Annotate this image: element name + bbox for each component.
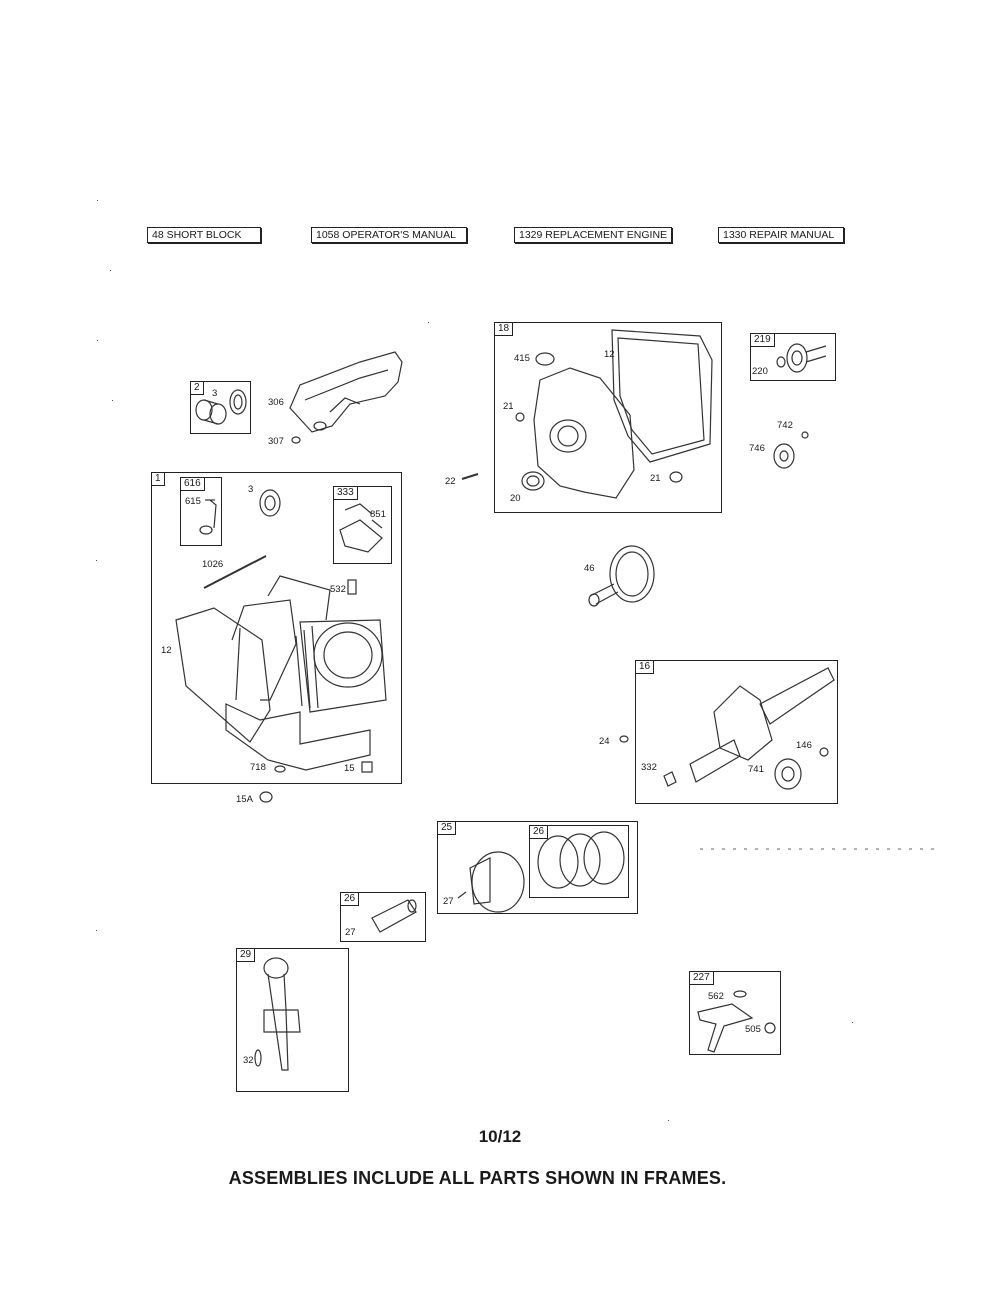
- part-number-21-plug: 21: [650, 473, 661, 484]
- pushrod-part: [203, 555, 267, 589]
- pin-part: [347, 579, 357, 595]
- part-number-307: 307: [268, 436, 284, 447]
- frame-16-number: 16: [636, 661, 655, 674]
- part-number-21: 21: [503, 401, 514, 412]
- replacement-engine-label: 1329 REPLACEMENT ENGINE: [514, 227, 672, 243]
- part-number-220: 220: [752, 366, 768, 377]
- frame-26-rings: 26: [529, 825, 629, 898]
- sleeve-part: [195, 389, 247, 425]
- piston-part: [457, 851, 525, 913]
- short-block-label: 48 SHORT BLOCK: [147, 227, 261, 243]
- frame-26-pin: 26: [340, 892, 426, 942]
- part-number-306: 306: [268, 397, 284, 408]
- breather-part: [339, 503, 383, 553]
- part-number-332: 332: [641, 762, 657, 773]
- frame-227-number: 227: [690, 972, 714, 985]
- part-number-22: 22: [445, 476, 456, 487]
- part-number-415: 415: [514, 353, 530, 364]
- frame-2-number: 2: [191, 382, 204, 395]
- frame-219: 219: [750, 333, 836, 381]
- part-number-15: 15: [344, 763, 355, 774]
- governor-gear-part: [776, 343, 827, 373]
- governor-lever-part: [199, 499, 217, 535]
- frame-18: 18: [494, 322, 722, 513]
- frame-29-number: 29: [237, 949, 256, 962]
- governor-arm-part: [697, 990, 776, 1053]
- part-number-32: 32: [243, 1055, 254, 1066]
- part-number-3-seal: 3: [248, 484, 254, 495]
- frame-26-pin-number: 26: [341, 893, 360, 906]
- frame-1: 1: [151, 472, 402, 784]
- cylinder-block-part: [175, 575, 387, 771]
- part-number-15A: 15A: [236, 794, 253, 805]
- page-number: 10/12: [478, 1127, 522, 1146]
- part-number-20: 20: [510, 493, 521, 504]
- frame-25-number: 25: [438, 822, 457, 835]
- part-number-27: 27: [443, 896, 454, 907]
- piston-pin-part: [371, 899, 417, 933]
- part-number-741: 741: [748, 764, 764, 775]
- frame-616-number: 616: [181, 478, 205, 491]
- part-number-746: 746: [749, 443, 765, 454]
- connecting-rod-part: [254, 957, 301, 1071]
- operators-manual-label: 1058 OPERATOR'S MANUAL: [311, 227, 467, 243]
- part-number-718: 718: [250, 762, 266, 773]
- piston-rings-part: [537, 831, 625, 889]
- footer-note: ASSEMBLIES INCLUDE ALL PARTS SHOWN IN FR…: [228, 1168, 727, 1188]
- crankshaft-part: [663, 667, 835, 790]
- frame-333-number: 333: [334, 487, 358, 500]
- oil-seal-part: [259, 489, 281, 517]
- part-number-505: 505: [745, 1024, 761, 1035]
- frame-25: 25: [437, 821, 638, 914]
- part-number-615: 615: [185, 496, 201, 507]
- frame-219-number: 219: [751, 334, 775, 347]
- repair-manual-label: 1330 REPAIR MANUAL: [718, 227, 844, 243]
- part-number-24: 24: [599, 736, 610, 747]
- part-number-27-clip: 27: [345, 927, 356, 938]
- part-number-742: 742: [777, 420, 793, 431]
- frame-1-number: 1: [152, 473, 165, 486]
- frame-2: 2: [190, 381, 251, 434]
- frame-26-rings-number: 26: [530, 826, 549, 839]
- frame-29: 29: [236, 948, 349, 1092]
- frame-16: 16: [635, 660, 838, 804]
- part-number-562: 562: [708, 991, 724, 1002]
- camshaft-part: [588, 545, 655, 607]
- part-number-532: 532: [330, 584, 346, 595]
- part-number-46: 46: [584, 563, 595, 574]
- frame-333: 333: [333, 486, 392, 564]
- part-number-146: 146: [796, 740, 812, 751]
- part-number-12: 12: [161, 645, 172, 656]
- frame-227: 227: [689, 971, 781, 1055]
- part-number-12-gasket: 12: [604, 349, 615, 360]
- crankcase-cover-part: [515, 329, 713, 499]
- part-number-1026: 1026: [202, 559, 224, 570]
- frame-18-number: 18: [495, 323, 514, 336]
- part-number-3: 3: [212, 388, 218, 399]
- frame-616: 616: [180, 477, 222, 546]
- part-number-851: 851: [370, 509, 386, 520]
- shroud-part: [289, 351, 403, 444]
